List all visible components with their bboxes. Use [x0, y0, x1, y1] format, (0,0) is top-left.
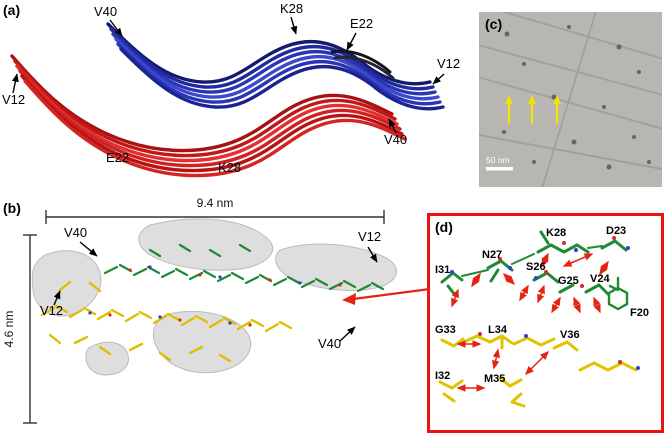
label-i31: I31 — [435, 264, 450, 276]
green-region-atom-dots — [450, 236, 630, 288]
label-d23: D23 — [606, 225, 626, 237]
label-v40-right: V40 — [384, 132, 407, 147]
label-v24: V24 — [590, 273, 610, 285]
blue-ribbon — [106, 22, 445, 111]
label-b-v12-right: V12 — [358, 229, 381, 244]
label-f20: F20 — [630, 307, 649, 319]
label-d-k28: K28 — [546, 227, 566, 239]
contact-arrows — [451, 252, 609, 392]
label-v12-left: V12 — [2, 92, 25, 107]
label-g25: G25 — [558, 275, 579, 287]
label-v12-right: V12 — [437, 56, 460, 71]
panel-b-tag: (b) — [3, 200, 21, 216]
panel-a-canvas: (a) V40 K28 E22 V12 V40 V12 E22 K28 — [2, 1, 460, 178]
density-surface — [31, 218, 397, 376]
red-ribbon — [10, 54, 407, 178]
label-v40-top: V40 — [94, 4, 117, 19]
label-l34: L34 — [488, 324, 508, 336]
panel-c-tag: (c) — [485, 16, 502, 32]
yellow-stick-chain — [40, 280, 293, 363]
scale-bar-line — [486, 167, 513, 171]
label-s26: S26 — [526, 261, 546, 273]
panel-b-density-map: 9.4 nm 4.6 nm — [0, 195, 430, 440]
label-n27: N27 — [482, 249, 502, 261]
label-e22-top: E22 — [350, 16, 373, 31]
width-measure-bracket — [45, 210, 385, 224]
panel-a-ribbon-diagram: (a) V40 K28 E22 V12 V40 V12 E22 K28 — [0, 0, 472, 198]
width-measure-label: 9.4 nm — [197, 196, 234, 210]
dark-strands — [330, 49, 395, 80]
particle-dots — [502, 25, 651, 170]
scale-bar-label: 50 nm — [486, 155, 510, 165]
panel-b-annotation-arrows — [53, 241, 378, 342]
panel-d-contact-closeup: (d) I31 N27 K28 D23 S26 G25 V24 F20 G33 … — [427, 213, 664, 433]
label-v36: V36 — [560, 329, 580, 341]
height-measure-bracket — [23, 234, 37, 424]
label-k28-top: K28 — [280, 1, 303, 16]
label-e22-bottom: E22 — [106, 150, 129, 165]
label-b-v40-top: V40 — [64, 225, 87, 240]
scale-bar: 50 nm — [486, 155, 513, 171]
label-b-v40-bottom: V40 — [318, 336, 341, 351]
panel-a-annotation-arrows — [11, 16, 445, 134]
yellow-residue-sticks — [438, 334, 638, 408]
panel-d-canvas: (d) I31 N27 K28 D23 S26 G25 V24 F20 G33 … — [435, 219, 649, 408]
panel-c-canvas: (c) 50 nm — [479, 12, 662, 187]
panel-c-em-micrograph: (c) 50 nm — [479, 12, 662, 187]
label-b-v12-left: V12 — [40, 303, 63, 318]
fibril-lines — [479, 12, 662, 187]
f20-phenyl-ring — [607, 286, 629, 311]
panel-a-tag: (a) — [3, 2, 20, 18]
panel-d-tag: (d) — [435, 219, 453, 235]
label-m35: M35 — [484, 373, 505, 385]
label-i32: I32 — [435, 370, 450, 382]
fibril-pointer-arrows — [505, 95, 561, 124]
height-measure-label: 4.6 nm — [2, 311, 16, 348]
panel-b-canvas: 9.4 nm 4.6 nm — [2, 196, 397, 424]
label-k28-bottom: K28 — [218, 160, 241, 175]
heteroatom-dots — [88, 265, 342, 327]
yellow-region-atom-dots — [478, 332, 640, 370]
label-g33: G33 — [435, 324, 456, 336]
